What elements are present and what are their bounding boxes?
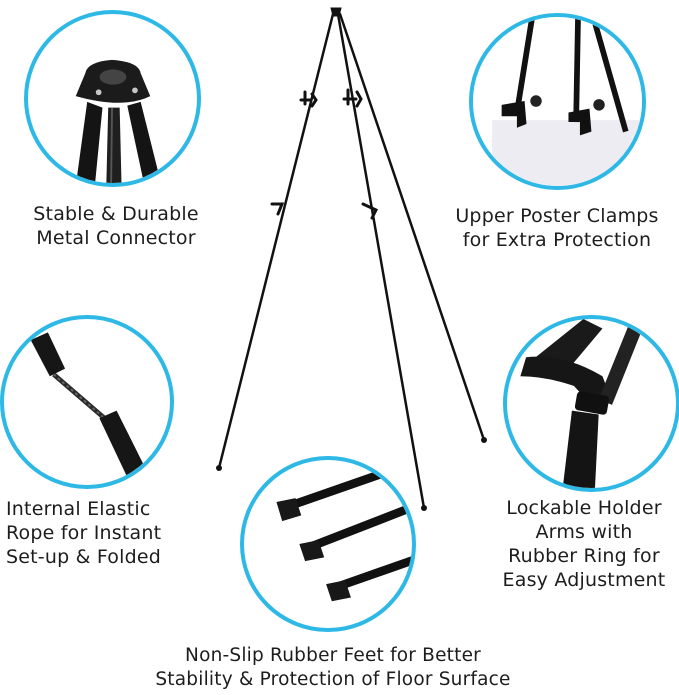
caption-line: Non-Slip Rubber Feet for Better: [185, 645, 481, 666]
feature-caption-rubber-feet: Non-Slip Rubber Feet for Better Stabilit…: [108, 644, 558, 692]
caption-line: Rubber Ring for: [508, 545, 660, 567]
feature-caption-holder-arms: Lockable Holder Arms with Rubber Ring fo…: [492, 496, 676, 592]
caption-line: Stability & Protection of Floor Surface: [155, 669, 511, 690]
holder-arm-circle: [503, 315, 679, 492]
rubber-feet-icon: [276, 460, 412, 602]
caption-line: Internal Elastic: [6, 498, 151, 520]
feature-caption-poster-clamps: Upper Poster Clamps for Extra Protection: [440, 204, 674, 252]
elastic-rope-icon: [30, 332, 154, 485]
elastic-rope-circle: [0, 315, 174, 489]
poster-clamp-icon: [473, 17, 642, 186]
caption-line: Lockable Holder: [506, 497, 662, 519]
caption-line: Upper Poster Clamps: [455, 205, 659, 227]
caption-line: for Extra Protection: [462, 229, 652, 251]
metal-connector-circle: [24, 10, 201, 187]
feature-caption-elastic-rope: Internal Elastic Rope for Instant Set-up…: [6, 497, 186, 569]
caption-line: Set-up & Folded: [6, 546, 162, 568]
rubber-feet-circle: [240, 456, 416, 632]
caption-line: Metal Connector: [36, 227, 196, 249]
holder-arm-icon: [520, 319, 647, 488]
caption-line: Easy Adjustment: [502, 569, 666, 591]
caption-line: Rope for Instant: [6, 522, 162, 544]
metal-connector-icon: [75, 59, 161, 183]
caption-line: Stable & Durable: [33, 203, 199, 225]
caption-line: Arms with: [535, 521, 633, 543]
feature-caption-metal-connector: Stable & Durable Metal Connector: [26, 202, 206, 250]
poster-clamp-circle: [469, 13, 646, 190]
